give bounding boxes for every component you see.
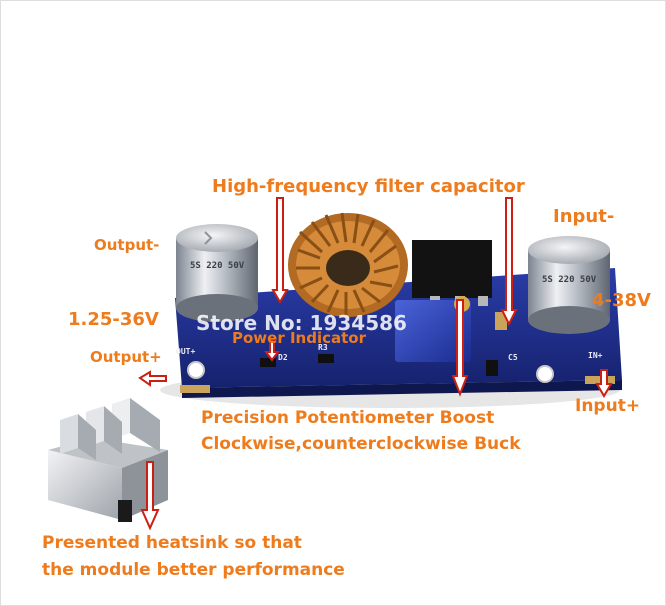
label-output-voltage: 1.25-36V <box>68 309 159 330</box>
capacitor-print-left: 5S 220 50V <box>190 261 245 271</box>
label-output-minus: Output- <box>94 236 160 254</box>
label-heatsink-line1: Presented heatsink so that <box>42 533 302 553</box>
smd-filter-cap <box>495 312 507 330</box>
capacitor-print-right: 5S 220 50V <box>542 275 597 285</box>
ic-chip <box>412 240 492 298</box>
smd-resistor <box>318 354 334 363</box>
arrow-heatsink <box>140 461 160 531</box>
label-input-plus: Input+ <box>575 396 641 416</box>
smd-led <box>260 358 276 367</box>
arrow-potentiometer <box>451 299 469 397</box>
arrow-input-plus <box>595 369 613 398</box>
inductor-coil <box>288 212 408 317</box>
label-power-indicator: Power Indicator <box>232 329 366 347</box>
label-output-plus: Output+ <box>90 348 162 366</box>
silk-out-plus: OUT+ <box>176 347 196 356</box>
heatsink <box>48 398 168 522</box>
store-watermark: Store No: 1934586 <box>196 311 407 335</box>
label-input-voltage: 4-38V <box>592 290 651 311</box>
arrow-power-indicator <box>264 339 280 362</box>
silk-d2: D2 <box>278 353 288 362</box>
arrow-output-plus <box>138 370 167 387</box>
annotation-arrows <box>138 197 613 531</box>
label-hf-filter-capacitor: High-frequency filter capacitor <box>212 176 525 197</box>
input-capacitor <box>528 236 610 334</box>
label-input-minus: Input- <box>553 206 615 227</box>
label-potentiometer-line1: Precision Potentiometer Boost <box>201 408 495 428</box>
silk-r3: R3 <box>318 343 328 352</box>
label-potentiometer-line2: Clockwise,counterclockwise Buck <box>201 434 521 454</box>
silk-in-plus: IN+ <box>588 351 603 360</box>
label-heatsink-line2: the module better performance <box>42 560 345 580</box>
output-capacitor <box>176 224 258 322</box>
arrow-hf-cap-left <box>271 197 289 304</box>
silk-c5: C5 <box>508 353 518 362</box>
arrow-hf-cap-right <box>500 197 518 327</box>
